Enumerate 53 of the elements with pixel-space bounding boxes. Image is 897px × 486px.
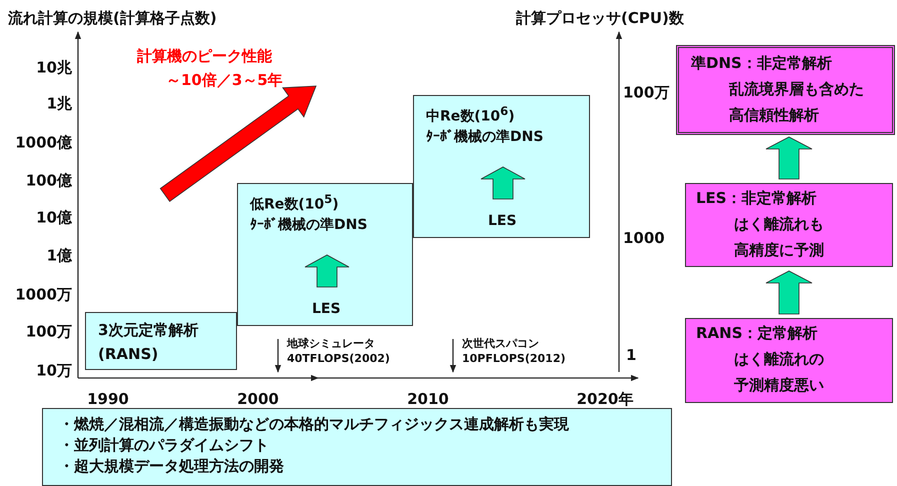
body-text: はく離流れの: [734, 350, 824, 369]
tick-label: 2000: [237, 390, 279, 408]
tick-label: 100万: [623, 84, 670, 102]
stage-box: [42, 408, 672, 486]
annotation-text: 計算機のピーク性能: [137, 47, 272, 66]
body-text: ﾀｰﾎﾞ機械の準DNS: [426, 128, 544, 146]
tick-label: 2020年: [576, 390, 634, 409]
tick-label: 2010: [407, 390, 449, 408]
heading-text: LES：非定常解析: [696, 189, 817, 208]
arrow: [766, 270, 812, 314]
body-text: ﾀｰﾎﾞ機械の準DNS: [250, 216, 368, 234]
annotation-text: 地球シミュレータ: [287, 336, 375, 351]
annotation-text: 次世代スパコン: [462, 336, 539, 351]
stage-box: [237, 183, 413, 326]
tick-label: 1億: [46, 246, 72, 266]
method-box: [685, 318, 893, 403]
axis-title: 計算プロセッサ(CPU)数: [516, 9, 684, 28]
heading-text: 低Re数(10$^{5}$): [250, 192, 339, 214]
body-text: ・超大規模データ処理方法の開発: [59, 457, 284, 476]
body-text: LES: [312, 301, 341, 317]
body-text: ・並列計算のパラダイムシフト: [59, 436, 269, 455]
body-text: 予測精度悪い: [734, 376, 824, 395]
tick-label: 10兆: [36, 58, 72, 78]
heading-text: ・燃焼／混相流／構造振動などの本格的マルチフィジックス連成解析も実現: [59, 415, 569, 434]
stage-box: [85, 312, 237, 370]
body-text: 高精度に予測: [734, 241, 824, 260]
axis-title: 流れ計算の規模(計算格子点数): [8, 9, 217, 28]
heading-text: 準DNS：非定常解析: [691, 54, 832, 73]
method-box: [676, 45, 895, 135]
stage-box: [413, 95, 590, 238]
annotation-text: 10PFLOPS(2012): [462, 352, 566, 365]
tick-label: 10万: [36, 362, 72, 380]
method-box: [685, 183, 893, 267]
heading-text: 3次元定常解析: [98, 321, 198, 340]
tick-label: 1000万: [15, 286, 72, 304]
heading-text: 中Re数(10$^{6}$): [426, 104, 515, 126]
tick-label: 100万: [26, 322, 72, 342]
tick-label: 1990: [87, 390, 129, 408]
annotation-text: 40TFLOPS(2002): [287, 352, 390, 365]
arrow: [766, 136, 812, 180]
body-text: 高信頼性解析: [729, 106, 819, 125]
tick-label: 10億: [36, 208, 72, 228]
body-text: (RANS): [98, 345, 158, 363]
heading-text: RANS：定常解析: [696, 324, 818, 343]
annotation-text: ～10倍／3～5年: [166, 71, 283, 90]
body-text: LES: [488, 213, 517, 229]
tick-label: 1: [626, 346, 636, 364]
tick-label: 100億: [26, 172, 72, 190]
body-text: 乱流境界層も含めた: [729, 80, 864, 99]
tick-label: 1000億: [15, 134, 72, 152]
tick-label: 1兆: [46, 94, 72, 114]
tick-label: 1000: [623, 229, 665, 247]
body-text: はく離流れも: [734, 215, 824, 234]
